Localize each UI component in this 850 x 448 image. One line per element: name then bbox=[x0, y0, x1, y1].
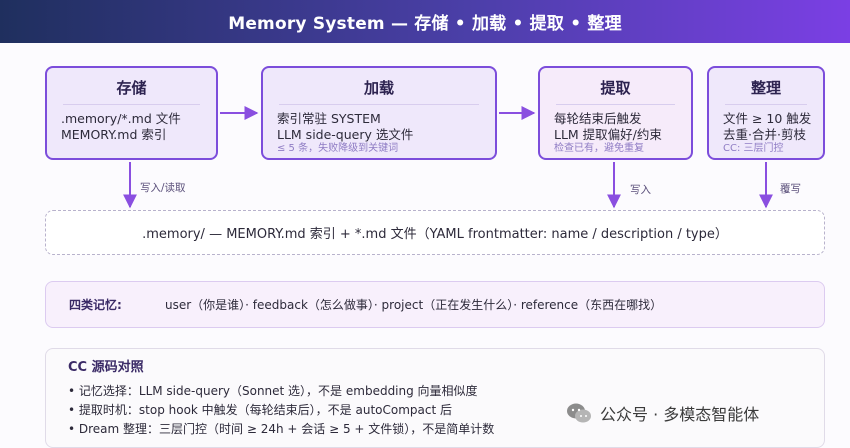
divider bbox=[279, 104, 479, 105]
cc-item: • 记忆选择：LLM side-query（Sonnet 选），不是 embed… bbox=[68, 384, 478, 398]
cc-source-comparison: CC 源码对照 • 记忆选择：LLM side-query（Sonnet 选），… bbox=[45, 348, 825, 448]
edge-label-overwrite: 覆写 bbox=[780, 183, 801, 195]
stage-title: 整理 bbox=[750, 79, 781, 97]
memory-types-label: 四类记忆: bbox=[69, 298, 122, 312]
stage-line: 文件 ≥ 10 触发 bbox=[723, 111, 812, 126]
memory-types-text: user（你是谁）· feedback（怎么做事）· project（正在发生什… bbox=[165, 298, 663, 312]
divider bbox=[556, 104, 675, 105]
stage-consolidation: 整理 文件 ≥ 10 触发 去重·合并·剪枝 CC: 三层门控 bbox=[707, 66, 825, 160]
edge-label-write: 写入 bbox=[630, 184, 651, 196]
edge-label-read-write: 写入/读取 bbox=[140, 182, 186, 194]
stage-loading: 加载 索引常驻 SYSTEM LLM side-query 选文件 ≤ 5 条，… bbox=[261, 66, 497, 160]
stage-title: 加载 bbox=[363, 79, 394, 97]
watermark-text: 公众号 · 多模态智能体 bbox=[600, 405, 760, 424]
stage-line: 每轮结束后触发 bbox=[554, 111, 642, 126]
stage-title: 存储 bbox=[116, 79, 147, 97]
cc-item: • Dream 整理：三层门控（时间 ≥ 24h + 会话 ≥ 5 + 文件锁）… bbox=[68, 422, 495, 436]
cc-title: CC 源码对照 bbox=[68, 360, 144, 375]
stage-line: LLM side-query 选文件 bbox=[277, 127, 414, 142]
wechat-icon bbox=[567, 403, 591, 423]
cc-item: • 提取时机：stop hook 中触发（每轮结束后），不是 autoCompa… bbox=[68, 403, 452, 417]
stage-storage: 存储 .memory/*.md 文件 MEMORY.md 索引 bbox=[45, 66, 218, 160]
watermark: 公众号 · 多模态智能体 bbox=[566, 400, 759, 426]
stage-note: ≤ 5 条，失败降级到关键词 bbox=[277, 143, 399, 154]
divider bbox=[63, 104, 200, 105]
diagram-title: Memory System — 存储 • 加载 • 提取 • 整理 bbox=[0, 0, 850, 43]
stage-extraction: 提取 每轮结束后触发 LLM 提取偏好/约束 检查已有，避免重复 bbox=[538, 66, 693, 160]
divider bbox=[725, 104, 807, 105]
memory-store: .memory/ — MEMORY.md 索引 + *.md 文件（YAML f… bbox=[45, 210, 825, 255]
stage-note: CC: 三层门控 bbox=[723, 143, 784, 154]
stage-line: MEMORY.md 索引 bbox=[61, 127, 167, 142]
stage-line: LLM 提取偏好/约束 bbox=[554, 127, 662, 142]
stage-title: 提取 bbox=[600, 79, 631, 97]
memory-types-panel: 四类记忆: user（你是谁）· feedback（怎么做事）· project… bbox=[45, 281, 825, 328]
stage-line: .memory/*.md 文件 bbox=[61, 111, 181, 126]
stage-line: 索引常驻 SYSTEM bbox=[277, 111, 381, 126]
stage-line: 去重·合并·剪枝 bbox=[723, 127, 806, 142]
stage-note: 检查已有，避免重复 bbox=[554, 143, 644, 154]
